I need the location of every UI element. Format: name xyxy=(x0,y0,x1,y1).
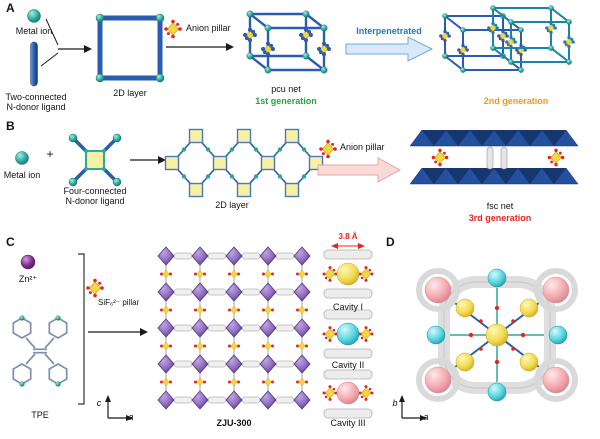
arrow-to-layer-b-icon xyxy=(130,156,166,164)
anion-pillar-arrow-b-icon xyxy=(317,157,402,183)
zinc-ion-sphere xyxy=(20,254,36,270)
c-zinc-label: Zn²⁺ xyxy=(18,274,38,284)
panel-c-label: C xyxy=(6,235,15,249)
b-plus-sign: + xyxy=(46,147,54,161)
2d-layer-network xyxy=(164,128,324,198)
panel-d-label: D xyxy=(386,235,395,249)
arrow-to-mof-icon xyxy=(88,328,148,336)
b-metal-ion-label: Metal ion xyxy=(3,170,41,180)
cavity-2-structure xyxy=(322,309,374,359)
two-connected-ligand-rod xyxy=(30,41,38,87)
a-generation1-label: 1st generation xyxy=(255,96,317,106)
interpenetrated-arrow-icon xyxy=(345,36,434,62)
metal-ion-sphere-b xyxy=(15,151,29,165)
pcu-net-structure xyxy=(242,9,332,75)
four-connected-ligand xyxy=(68,133,122,187)
anion-pillar-arrow-a-icon xyxy=(166,43,234,51)
b-generation3-label: 3rd generation xyxy=(468,213,532,223)
framework-pore-view xyxy=(416,268,578,402)
axes-d-icon xyxy=(399,395,427,421)
distance-arrow-icon xyxy=(331,243,365,249)
d-axis-a-label: a xyxy=(423,412,429,422)
c-zju-300-label: ZJU-300 xyxy=(216,418,252,428)
panel-a-graphics xyxy=(27,4,575,87)
panel-a-label: A xyxy=(6,1,15,15)
panel-c-d-graphics xyxy=(12,243,578,421)
tpe-molecule xyxy=(12,315,68,387)
d-axis-b-label: b xyxy=(392,398,398,408)
axes-c-icon xyxy=(105,395,133,421)
bracket-icon xyxy=(78,253,85,405)
c-cavity-2-label: Cavity II xyxy=(331,360,365,370)
a-generation2-label: 2nd generation xyxy=(483,96,549,106)
anion-pillar-icon-a xyxy=(163,19,183,39)
b-fsc-net-label: fsc net xyxy=(486,201,514,211)
b-anion-pillar-label: Anion pillar xyxy=(340,142,385,152)
fsc-net-structure xyxy=(409,129,579,185)
c-axis-c-label: c xyxy=(96,398,102,408)
c-pillar-label: SiF₆²⁻ pillar xyxy=(98,298,140,307)
second-generation-structure xyxy=(439,4,575,74)
cavity-1-structure xyxy=(322,249,374,299)
a-anion-pillar-label: Anion pillar xyxy=(186,23,231,33)
b-2d-layer-label: 2D layer xyxy=(215,200,249,210)
a-metal-ion-label: Metal ion xyxy=(15,26,53,36)
b-ligand-label-line1: Four-connected xyxy=(63,186,127,196)
a-ligand-label-line2: N-donor ligand xyxy=(6,102,66,112)
anion-pillar-icon-b xyxy=(318,139,338,159)
panel-b-label: B xyxy=(6,119,15,133)
a-ligand-label-line1: Two-connected xyxy=(5,92,67,102)
c-axis-a-label: a xyxy=(128,412,134,422)
sif6-pillar-icon xyxy=(85,278,105,298)
cavity-3-structure xyxy=(322,369,374,419)
c-cavity-1-label: Cavity I xyxy=(332,302,363,312)
b-ligand-label-line2: N-donor ligand xyxy=(65,196,125,206)
panel-b-graphics xyxy=(15,128,579,198)
zju-300-structure xyxy=(157,246,311,410)
c-cavity-3-label: Cavity III xyxy=(330,418,366,428)
a-interpenetrated-label: Interpenetrated xyxy=(356,26,422,36)
c-tpe-label: TPE xyxy=(31,410,49,420)
a-pcu-net-label: pcu net xyxy=(271,84,301,94)
merge-arrow-a-icon xyxy=(40,18,92,67)
a-2d-layer-label: 2D layer xyxy=(113,88,147,98)
metal-ion-sphere xyxy=(27,9,41,23)
2d-layer-square xyxy=(95,13,165,83)
c-distance-label: 3.8 Å xyxy=(338,232,358,241)
